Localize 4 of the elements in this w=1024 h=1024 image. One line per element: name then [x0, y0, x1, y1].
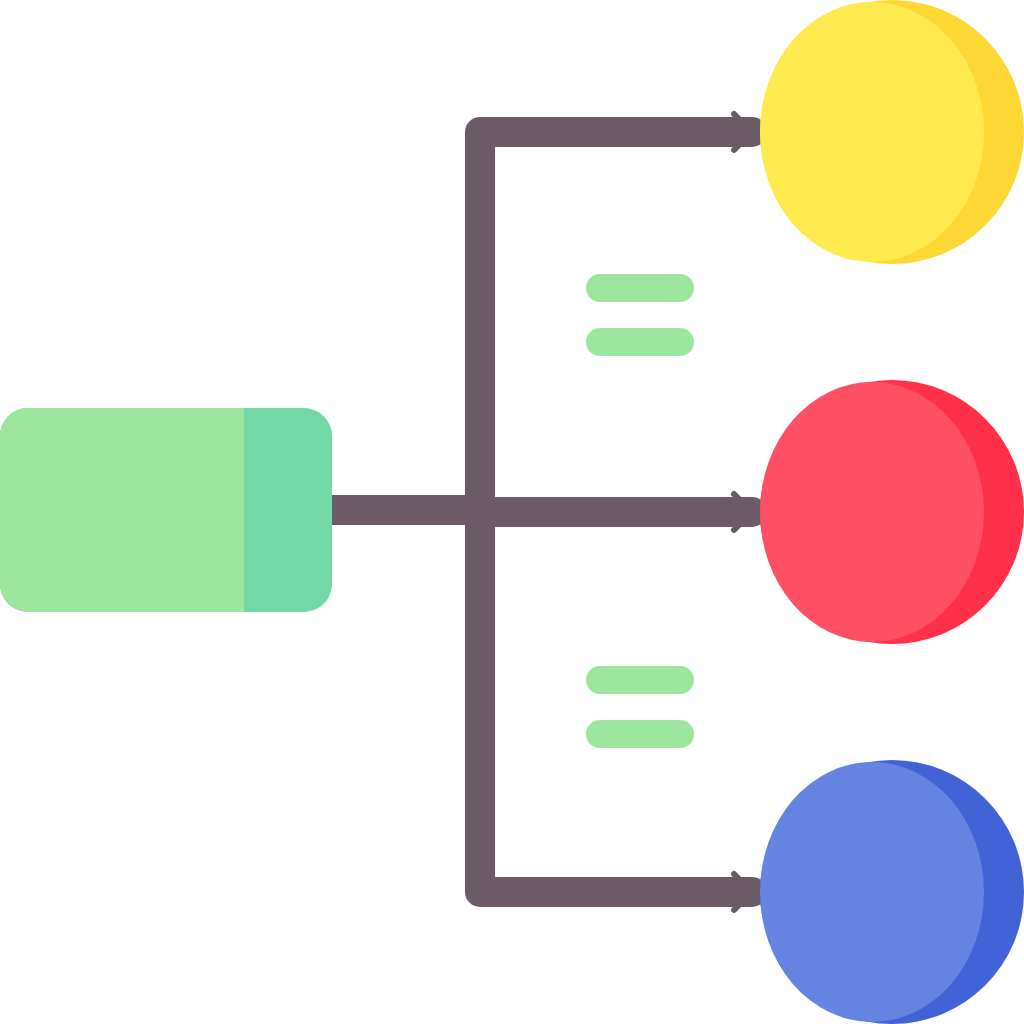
rectangle-block	[0, 408, 332, 612]
circle-shape	[760, 0, 1024, 264]
circle-shape	[760, 380, 1024, 644]
circle-shape	[760, 760, 1024, 1024]
